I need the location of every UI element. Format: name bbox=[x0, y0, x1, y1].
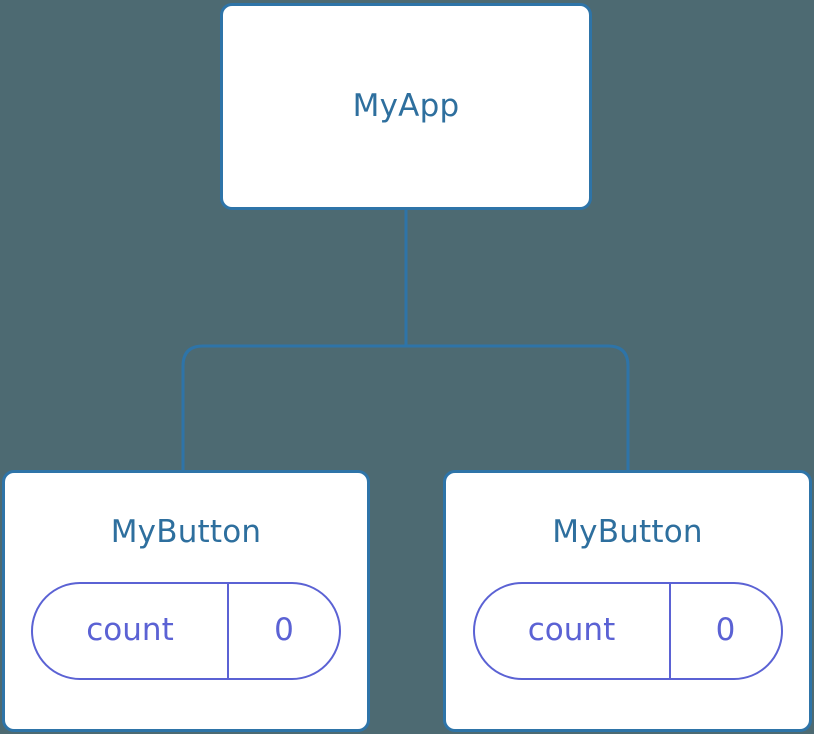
node-mybutton-left[interactable]: MyButton count 0 bbox=[2, 470, 370, 732]
node-mybutton-right[interactable]: MyButton count 0 bbox=[443, 470, 812, 732]
node-myapp[interactable]: MyApp bbox=[220, 3, 592, 210]
node-title: MyApp bbox=[352, 88, 460, 124]
connector-branch-right bbox=[406, 344, 630, 470]
state-value: 0 bbox=[274, 612, 294, 648]
node-title: MyButton bbox=[110, 513, 262, 550]
state-key: count bbox=[475, 583, 671, 678]
node-title: MyButton bbox=[552, 513, 703, 550]
state-key: count bbox=[33, 583, 229, 678]
state-pill[interactable]: count 0 bbox=[472, 581, 783, 680]
connector-branch-left bbox=[181, 344, 406, 470]
state-pill[interactable]: count 0 bbox=[31, 581, 341, 680]
state-value: 0 bbox=[715, 612, 736, 648]
